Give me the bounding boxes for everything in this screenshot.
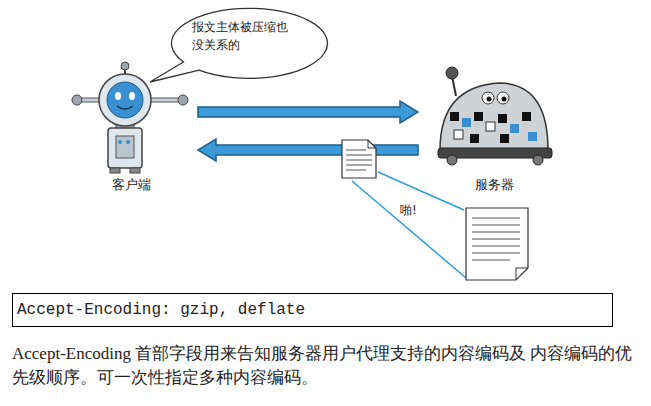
bubble-text: 报文主体被压缩也 没关系的 (192, 18, 292, 54)
client-node: 客户端 (70, 58, 192, 198)
flow-arrow (198, 101, 418, 123)
leader-line (378, 172, 464, 210)
document-expanded (466, 208, 528, 280)
document-icon (342, 140, 376, 178)
flow-arrow (198, 139, 418, 161)
code-text: Accept-Encoding: gzip, deflate (17, 300, 608, 320)
node-label: 服务器 (430, 176, 558, 194)
code-box: Accept-Encoding: gzip, deflate (12, 293, 613, 327)
speech-bubble: 报文主体被压缩也 没关系的 (162, 4, 322, 78)
bubble-outline (162, 4, 322, 78)
leader-line (352, 181, 466, 278)
sound-label: 啪! (400, 202, 440, 219)
description-text: Accept-Encoding 首部字段用来告知服务器用户代理支持的内容编码及 … (12, 342, 638, 390)
node-label: 客户端 (70, 176, 192, 194)
server-robot (438, 67, 552, 165)
client-robot (72, 62, 188, 173)
server-node: 服务器 (430, 58, 558, 198)
